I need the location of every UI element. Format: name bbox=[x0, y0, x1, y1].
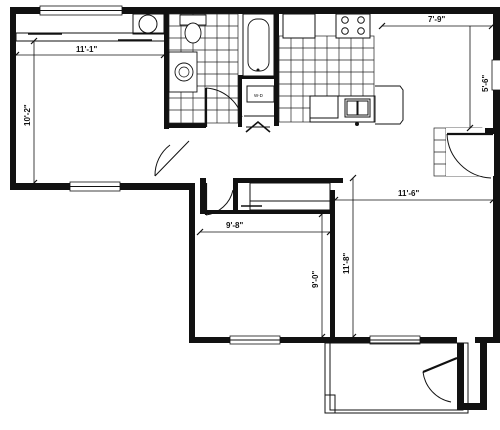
living-height-label: 11'-8" bbox=[342, 253, 351, 274]
kitchen-height-label: 5'-6" bbox=[481, 75, 490, 92]
kitchen-floor-tiles bbox=[278, 35, 375, 123]
washer-dryer-label: W-D bbox=[254, 93, 264, 98]
bath-floor-tiles bbox=[169, 14, 238, 123]
bathtub bbox=[242, 13, 275, 77]
bedroom1-width-label: 11'-1" bbox=[76, 45, 97, 54]
entry-tile bbox=[433, 127, 494, 177]
hall-closet bbox=[241, 182, 331, 213]
front-door bbox=[446, 128, 500, 179]
entry-hall bbox=[154, 140, 234, 216]
washer-dryer-closet: W-D bbox=[244, 85, 275, 133]
dimension-lines bbox=[12, 22, 497, 341]
vanity-sink bbox=[168, 51, 198, 93]
bedroom1-closet bbox=[15, 32, 167, 42]
dimension-labels: 11'-1" 10'-2" 7'-9" 5'-6" 11'-6" 11'-8" … bbox=[23, 15, 490, 288]
bathroom bbox=[132, 13, 275, 127]
hall-closet-door bbox=[204, 183, 234, 216]
windows bbox=[39, 5, 500, 345]
kitchen-counter bbox=[309, 85, 404, 126]
interior-walls bbox=[164, 14, 343, 343]
bedroom2-height-label: 9'-0" bbox=[311, 271, 320, 288]
kitchen bbox=[278, 13, 404, 126]
hall-door bbox=[154, 140, 190, 177]
bedroom2-width-label: 9'-8" bbox=[226, 221, 243, 230]
toilet bbox=[179, 14, 207, 44]
refrigerator bbox=[282, 13, 316, 39]
stove bbox=[335, 13, 371, 39]
kitchen-width-label: 7'-9" bbox=[428, 15, 445, 24]
patio-door bbox=[422, 356, 458, 403]
bedroom1-height-label: 10'-2" bbox=[23, 104, 32, 126]
patio bbox=[324, 342, 487, 414]
living-width-label: 11'-6" bbox=[398, 189, 419, 198]
bath-door bbox=[204, 87, 243, 127]
